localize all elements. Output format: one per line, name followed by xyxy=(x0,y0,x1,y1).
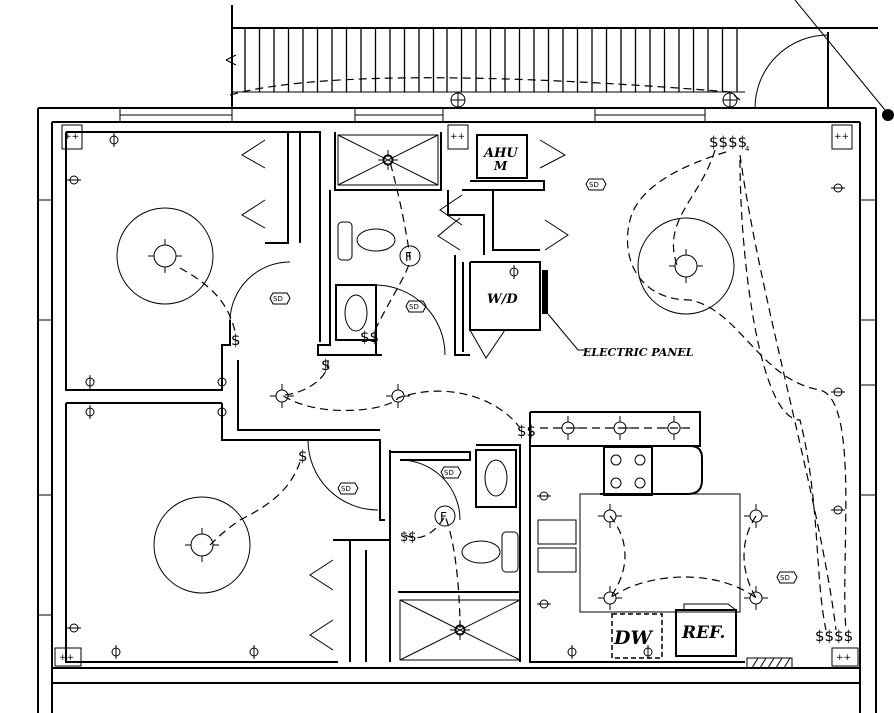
svg-text:SD: SD xyxy=(444,469,454,477)
svg-text:SD: SD xyxy=(341,485,351,493)
outlet-symbol xyxy=(831,387,845,397)
m-label: M xyxy=(493,159,508,173)
switch-sub-number: 4 xyxy=(745,145,750,153)
switch-bath2: $$ xyxy=(400,530,417,545)
ref-label: REF. xyxy=(681,623,725,643)
plumbing-fixtures xyxy=(335,134,646,661)
svg-text:SD: SD xyxy=(273,295,283,303)
light-fixture-symbol xyxy=(270,384,294,408)
outlet-symbol xyxy=(67,623,81,633)
outlet-symbol xyxy=(831,505,845,515)
svg-text:++: ++ xyxy=(834,132,849,142)
light-fixture-symbol xyxy=(148,239,182,273)
light-fixtures xyxy=(148,150,768,640)
wiring-runs xyxy=(179,77,847,631)
exterior-walls xyxy=(37,107,877,713)
svg-text:SD: SD xyxy=(780,574,790,582)
switch-double-bath: $$ xyxy=(360,328,379,346)
light-fixture-symbol xyxy=(185,528,219,562)
outlet-symbol xyxy=(249,645,259,659)
outlet-symbol xyxy=(111,645,121,659)
outlet-symbol xyxy=(537,599,551,609)
outlet-symbol xyxy=(109,133,119,147)
smoke-detector-bed1: SD xyxy=(269,292,291,305)
light-fixture-symbol xyxy=(378,150,398,170)
light-fixture-symbol xyxy=(386,384,410,408)
light-fixture-symbol xyxy=(744,504,768,528)
ceiling-fans xyxy=(116,207,735,594)
svg-text:SD: SD xyxy=(409,303,419,311)
outlet-symbol xyxy=(509,265,519,279)
light-fixture-symbol xyxy=(598,504,622,528)
outlet-symbol xyxy=(217,375,227,389)
deck-railing xyxy=(225,0,894,121)
light-fixture-symbol xyxy=(744,586,768,610)
svg-text:++: ++ xyxy=(64,132,79,142)
smoke-detector-hall-top: SD xyxy=(585,178,607,191)
outlets xyxy=(67,92,845,659)
switch-single-bed2: $ xyxy=(298,447,308,465)
exterior-outlet-symbol xyxy=(722,92,738,108)
smoke-detector-bath2: SD xyxy=(440,466,462,479)
switch-single-bed1: $ xyxy=(231,331,241,349)
fan-symbol-bath1: F xyxy=(405,250,412,264)
doors xyxy=(229,139,569,651)
outlet-symbol xyxy=(643,645,653,659)
svg-text:SD: SD xyxy=(589,181,599,189)
light-fixture-symbol xyxy=(598,586,622,610)
outlet-symbol xyxy=(567,645,577,659)
switch-double-kitchen: $$ xyxy=(517,422,536,440)
switch-single-hall: $ xyxy=(321,356,331,374)
outlet-symbol xyxy=(85,405,95,419)
outlet-symbol xyxy=(537,491,551,501)
outlet-symbol xyxy=(85,375,95,389)
railing-posts xyxy=(244,28,738,92)
fan-symbol-bath2: F xyxy=(440,510,447,524)
smoke-detector-hall: SD xyxy=(405,300,427,313)
smoke-detector-kitchen: SD xyxy=(776,571,798,584)
outlet-symbol xyxy=(67,175,81,185)
light-fixture-symbol xyxy=(669,249,703,283)
ahu-label: AHU xyxy=(482,146,518,161)
dw-label: DW xyxy=(613,627,653,649)
svg-text:++: ++ xyxy=(450,132,465,142)
outlet-symbol xyxy=(217,405,227,419)
electrical-symbols: AHU M W/D ELECTRIC PANEL DW REF. $$$$ 4 … xyxy=(231,133,853,649)
electric-panel-label: ELECTRIC PANEL xyxy=(582,346,694,359)
svg-text:++: ++ xyxy=(836,653,851,663)
wd-label: W/D xyxy=(487,292,518,307)
exterior-outlet-symbol xyxy=(450,92,466,108)
switch-quad-bottom: $$$$ xyxy=(815,627,853,645)
switch-quad-top: $$$$ xyxy=(709,133,747,151)
interior-walls xyxy=(65,131,793,669)
outlet-symbol xyxy=(831,183,845,193)
smoke-detector-bed2: SD xyxy=(337,482,359,495)
